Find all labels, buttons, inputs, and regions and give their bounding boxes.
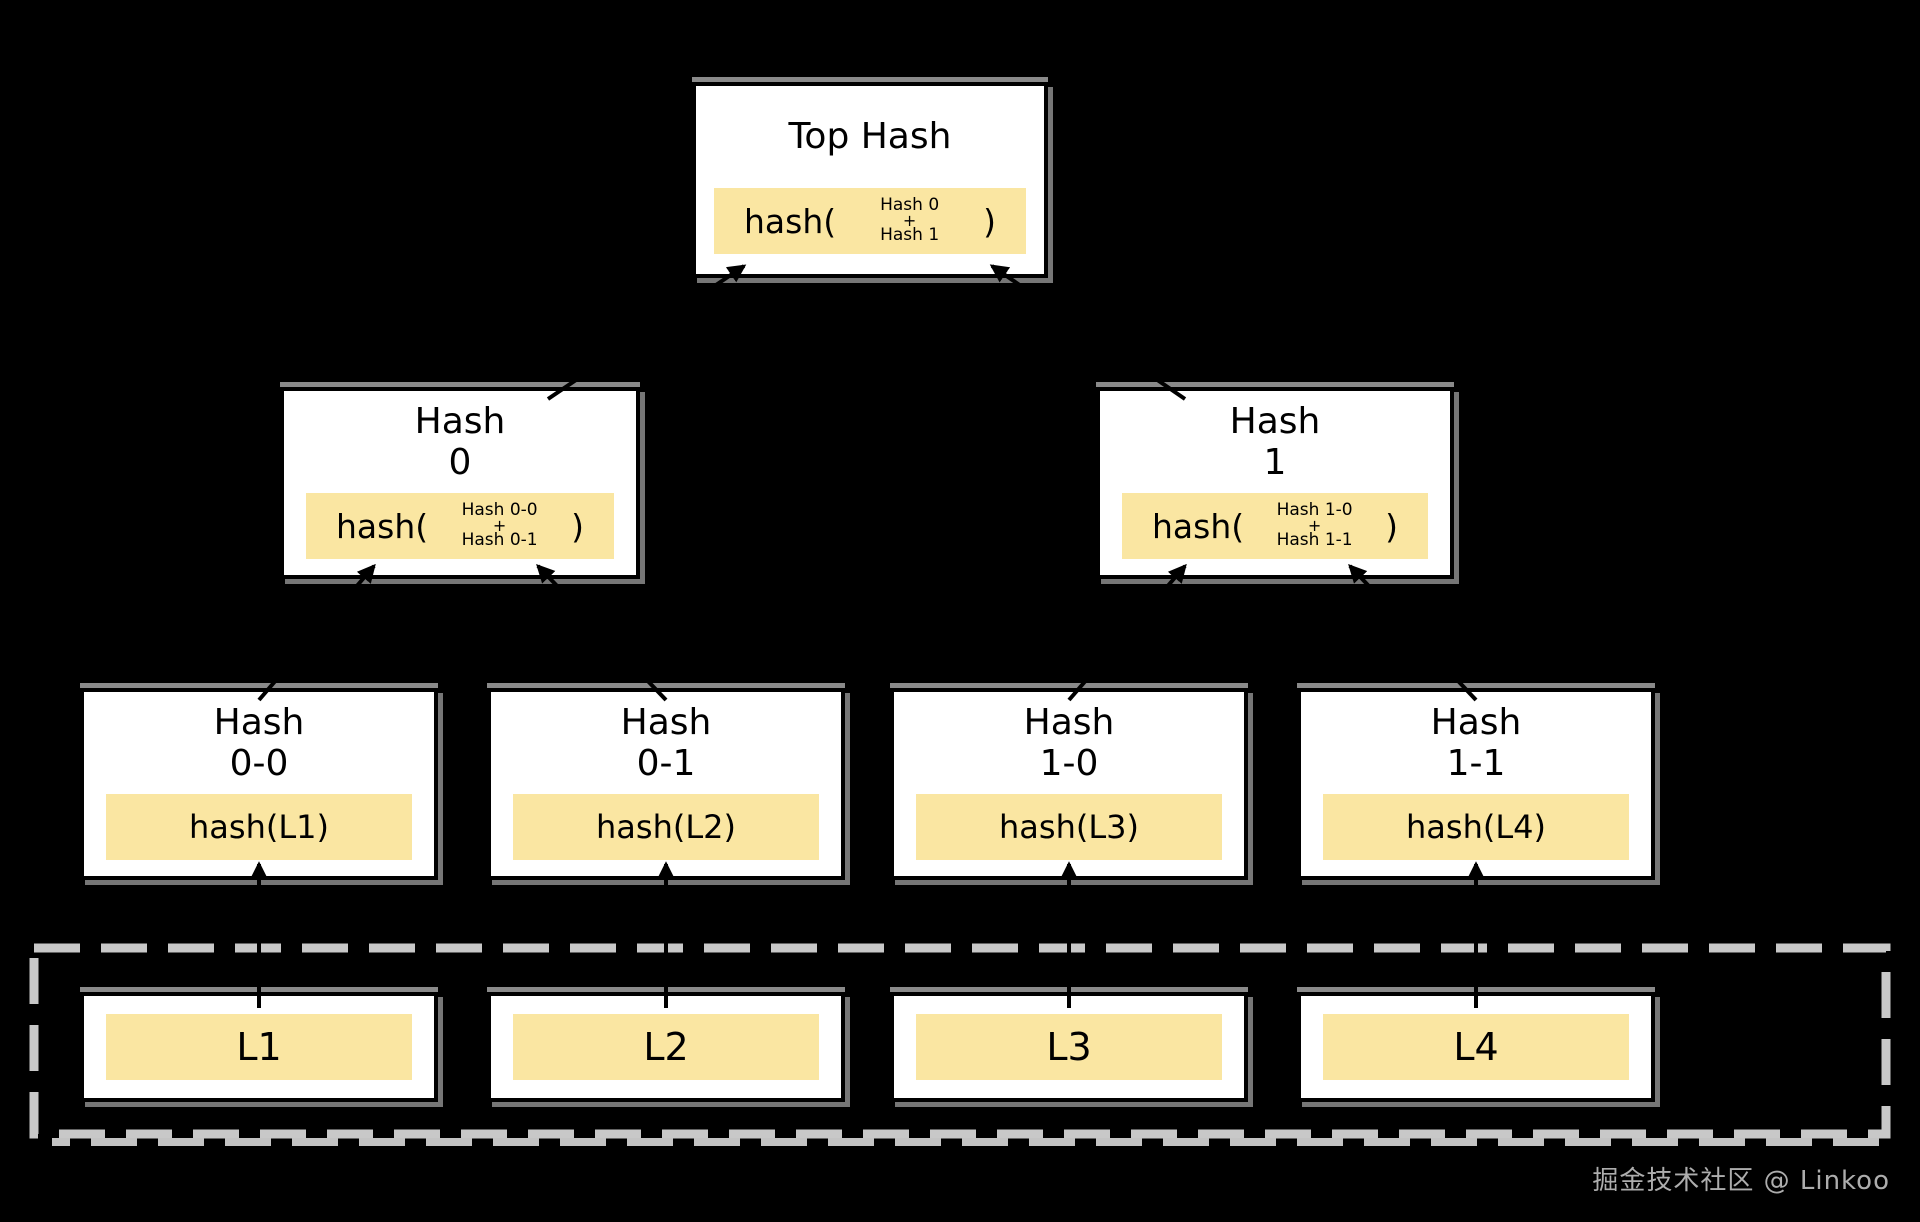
node-hash-0-0: Hash 0-0 hash(L1) <box>80 688 438 880</box>
node-top-hash: Top Hash hash( Hash 0 + Hash 1 ) <box>692 82 1048 278</box>
node-hash-0-1: Hash 0-1 hash(L2) <box>487 688 845 880</box>
node-title-line: Hash <box>213 701 305 743</box>
node-title-line: 1-0 <box>1039 743 1099 784</box>
formula-operands: Hash 0 + Hash 1 <box>880 196 939 245</box>
node-title-line: 0 <box>448 442 472 483</box>
node-hash-1-formula: hash( Hash 1-0 + Hash 1-1 ) <box>1122 493 1428 559</box>
formula-arg1: Hash 0 <box>880 195 940 216</box>
node-top-hash-formula: hash( Hash 0 + Hash 1 ) <box>714 188 1026 254</box>
formula-plus: + <box>492 515 507 535</box>
node-title-line: Hash <box>1023 701 1115 743</box>
arrow-hash-0-0-to-hash-0 <box>257 563 376 702</box>
node-hash-1-title: Hash 1 <box>1100 391 1450 493</box>
node-hash-0-0-formula: hash(L1) <box>106 794 412 860</box>
formula-close: ) <box>983 201 996 241</box>
arrow-hash-1-to-top-hash <box>989 264 1187 401</box>
formula-operands: Hash 0-0 + Hash 0-1 <box>462 501 538 550</box>
watermark-text: 掘金技术社区 @ Linkoo <box>1592 1166 1890 1196</box>
node-hash-0-title: Hash 0 <box>284 391 636 493</box>
node-hash-0-1-formula: hash(L2) <box>513 794 819 860</box>
node-title-line: Hash <box>1430 701 1522 743</box>
arrow-hash-1-0-to-hash-1 <box>1067 563 1187 702</box>
formula-close: ) <box>1385 506 1398 546</box>
leaf-block-l3: L3 <box>890 992 1248 1102</box>
formula-open: hash( <box>336 506 429 546</box>
node-title-line: Hash <box>620 701 712 743</box>
node-hash-1-0-title: Hash 1-0 <box>894 692 1244 794</box>
leaf-block-l4: L4 <box>1297 992 1655 1102</box>
node-hash-1-1: Hash 1-1 hash(L4) <box>1297 688 1655 880</box>
node-title-line: 0-1 <box>636 743 696 784</box>
node-top-hash-title: Top Hash <box>696 86 1044 188</box>
formula-open: hash( <box>744 201 837 241</box>
node-title-line: 0-0 <box>229 743 289 784</box>
formula-plus: + <box>902 210 917 230</box>
formula-arg2: Hash 1 <box>880 225 940 246</box>
node-hash-0-1-title: Hash 0-1 <box>491 692 841 794</box>
formula-plus: + <box>1307 515 1322 535</box>
node-title-line: 1-1 <box>1446 743 1506 784</box>
leaf-block-l2: L2 <box>487 992 845 1102</box>
node-hash-1: Hash 1 hash( Hash 1-0 + Hash 1-1 ) <box>1096 387 1454 579</box>
formula-arg2: Hash 1-1 <box>1276 530 1353 551</box>
node-hash-1-0: Hash 1-0 hash(L3) <box>890 688 1248 880</box>
node-hash-0-0-title: Hash 0-0 <box>84 692 434 794</box>
formula-arg1: Hash 1-0 <box>1276 500 1353 521</box>
node-hash-1-0-formula: hash(L3) <box>916 794 1222 860</box>
node-title-line: Hash <box>414 400 506 442</box>
node-hash-1-1-formula: hash(L4) <box>1323 794 1629 860</box>
node-hash-0: Hash 0 hash( Hash 0-0 + Hash 0-1 ) <box>280 387 640 579</box>
formula-open: hash( <box>1152 506 1245 546</box>
formula-arg1: Hash 0-0 <box>461 500 538 521</box>
leaf-label-l2: L2 <box>513 1014 819 1080</box>
node-title-line: Hash <box>1229 400 1321 442</box>
leaf-label-l1: L1 <box>106 1014 412 1080</box>
node-title-line: 1 <box>1263 442 1287 483</box>
leaf-label-l4: L4 <box>1323 1014 1629 1080</box>
arrow-hash-1-1-to-hash-1 <box>1348 563 1478 702</box>
formula-operands: Hash 1-0 + Hash 1-1 <box>1277 501 1353 550</box>
node-hash-0-formula: hash( Hash 0-0 + Hash 0-1 ) <box>306 493 614 559</box>
formula-close: ) <box>571 506 584 546</box>
arrow-hash-0-1-to-hash-0 <box>536 564 668 702</box>
arrow-hash-0-to-top-hash <box>546 264 747 401</box>
node-title-line: Top Hash <box>788 116 952 158</box>
leaf-block-l1: L1 <box>80 992 438 1102</box>
formula-arg2: Hash 0-1 <box>461 530 538 551</box>
leaf-label-l3: L3 <box>916 1014 1222 1080</box>
node-hash-1-1-title: Hash 1-1 <box>1301 692 1651 794</box>
